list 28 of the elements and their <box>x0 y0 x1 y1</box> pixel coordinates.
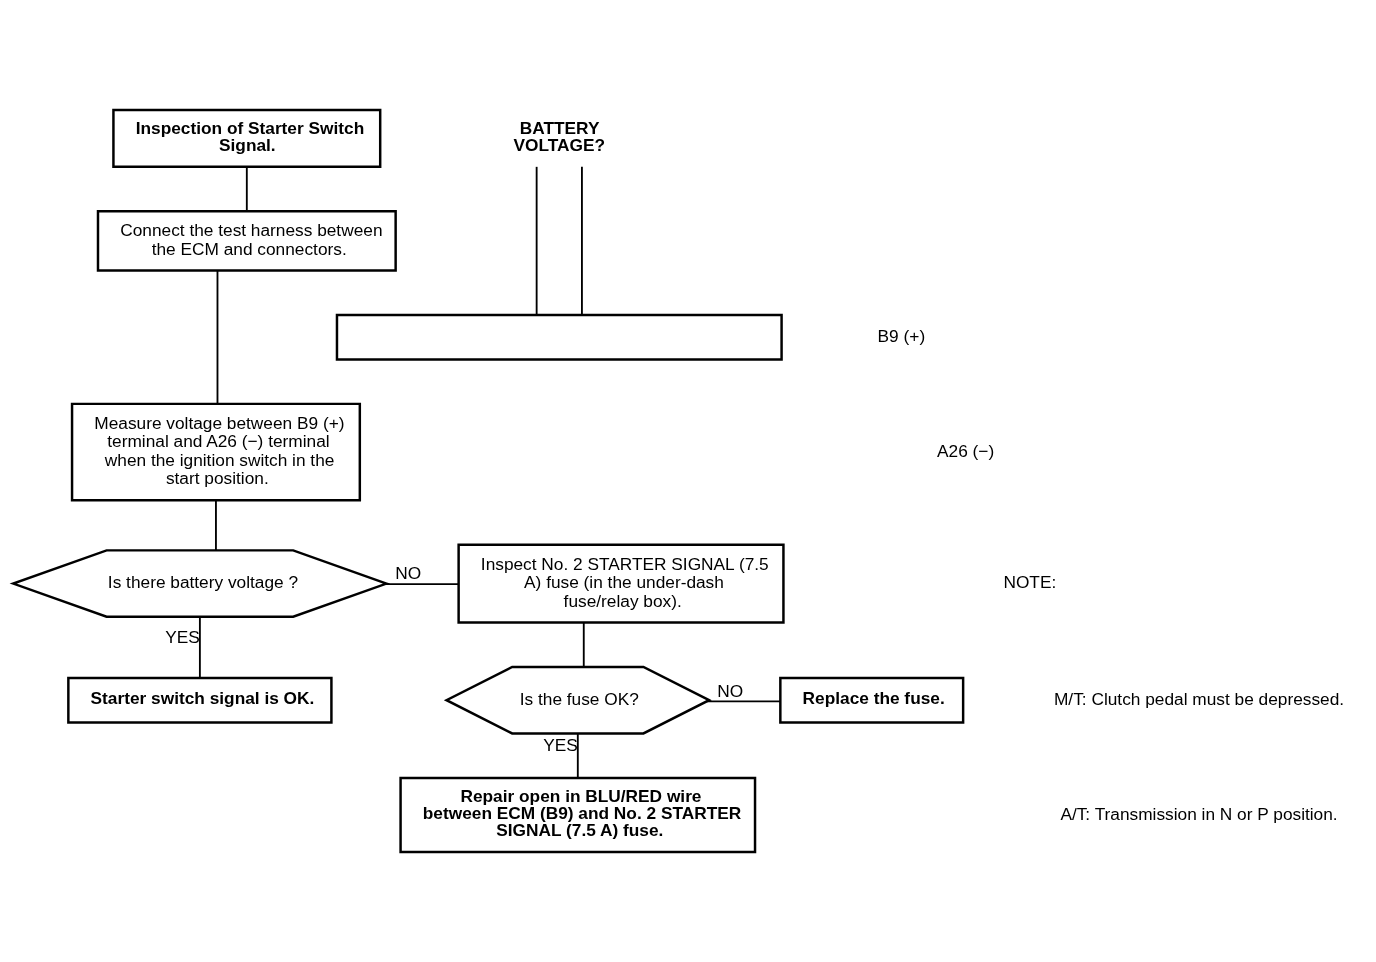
label: A/T: Transmission in N or P position. <box>1060 803 1338 824</box>
node-box: Repair open in BLU/RED wire between ECM (B9) and No. 2 STARTER SIGNAL (7.5 A) fuse. <box>399 776 757 854</box>
edge-label: NO <box>395 563 422 584</box>
edge-label: YES <box>165 626 200 647</box>
edge-label: NO <box>717 680 744 701</box>
connector <box>215 499 217 552</box>
label: M/T: Clutch pedal must be depressed. <box>1053 688 1345 709</box>
edge-label: YES <box>543 735 578 756</box>
node-box: Inspection of Starter Switch Signal. <box>112 108 382 168</box>
label: A26 (−) <box>937 440 995 461</box>
connector <box>198 616 201 679</box>
connector <box>245 165 248 212</box>
node-box: Inspect No. 2 STARTER SIGNAL (7.5 A) fuse (in the under-dash fuse/relay box). <box>457 543 785 624</box>
node-box: Replace the fuse. <box>779 676 965 724</box>
node-box: Connect the test harness between the ECM and connectors. <box>96 209 397 272</box>
label: B9 (+) <box>877 325 926 346</box>
node-box <box>335 313 783 361</box>
node-box: Measure voltage between B9 (+) terminal and A26 (−) terminal when the ignition switch in the start position. <box>70 402 362 502</box>
connector <box>576 733 579 779</box>
node-text: BATTERY VOLTAGE? <box>513 117 606 155</box>
connector <box>582 621 585 668</box>
connector <box>535 165 538 316</box>
connector <box>216 269 219 405</box>
connector <box>384 583 460 585</box>
node-box: Starter switch signal is OK. <box>67 676 333 724</box>
connector <box>706 700 782 703</box>
label: NOTE: <box>1003 572 1057 593</box>
connector <box>581 165 583 316</box>
